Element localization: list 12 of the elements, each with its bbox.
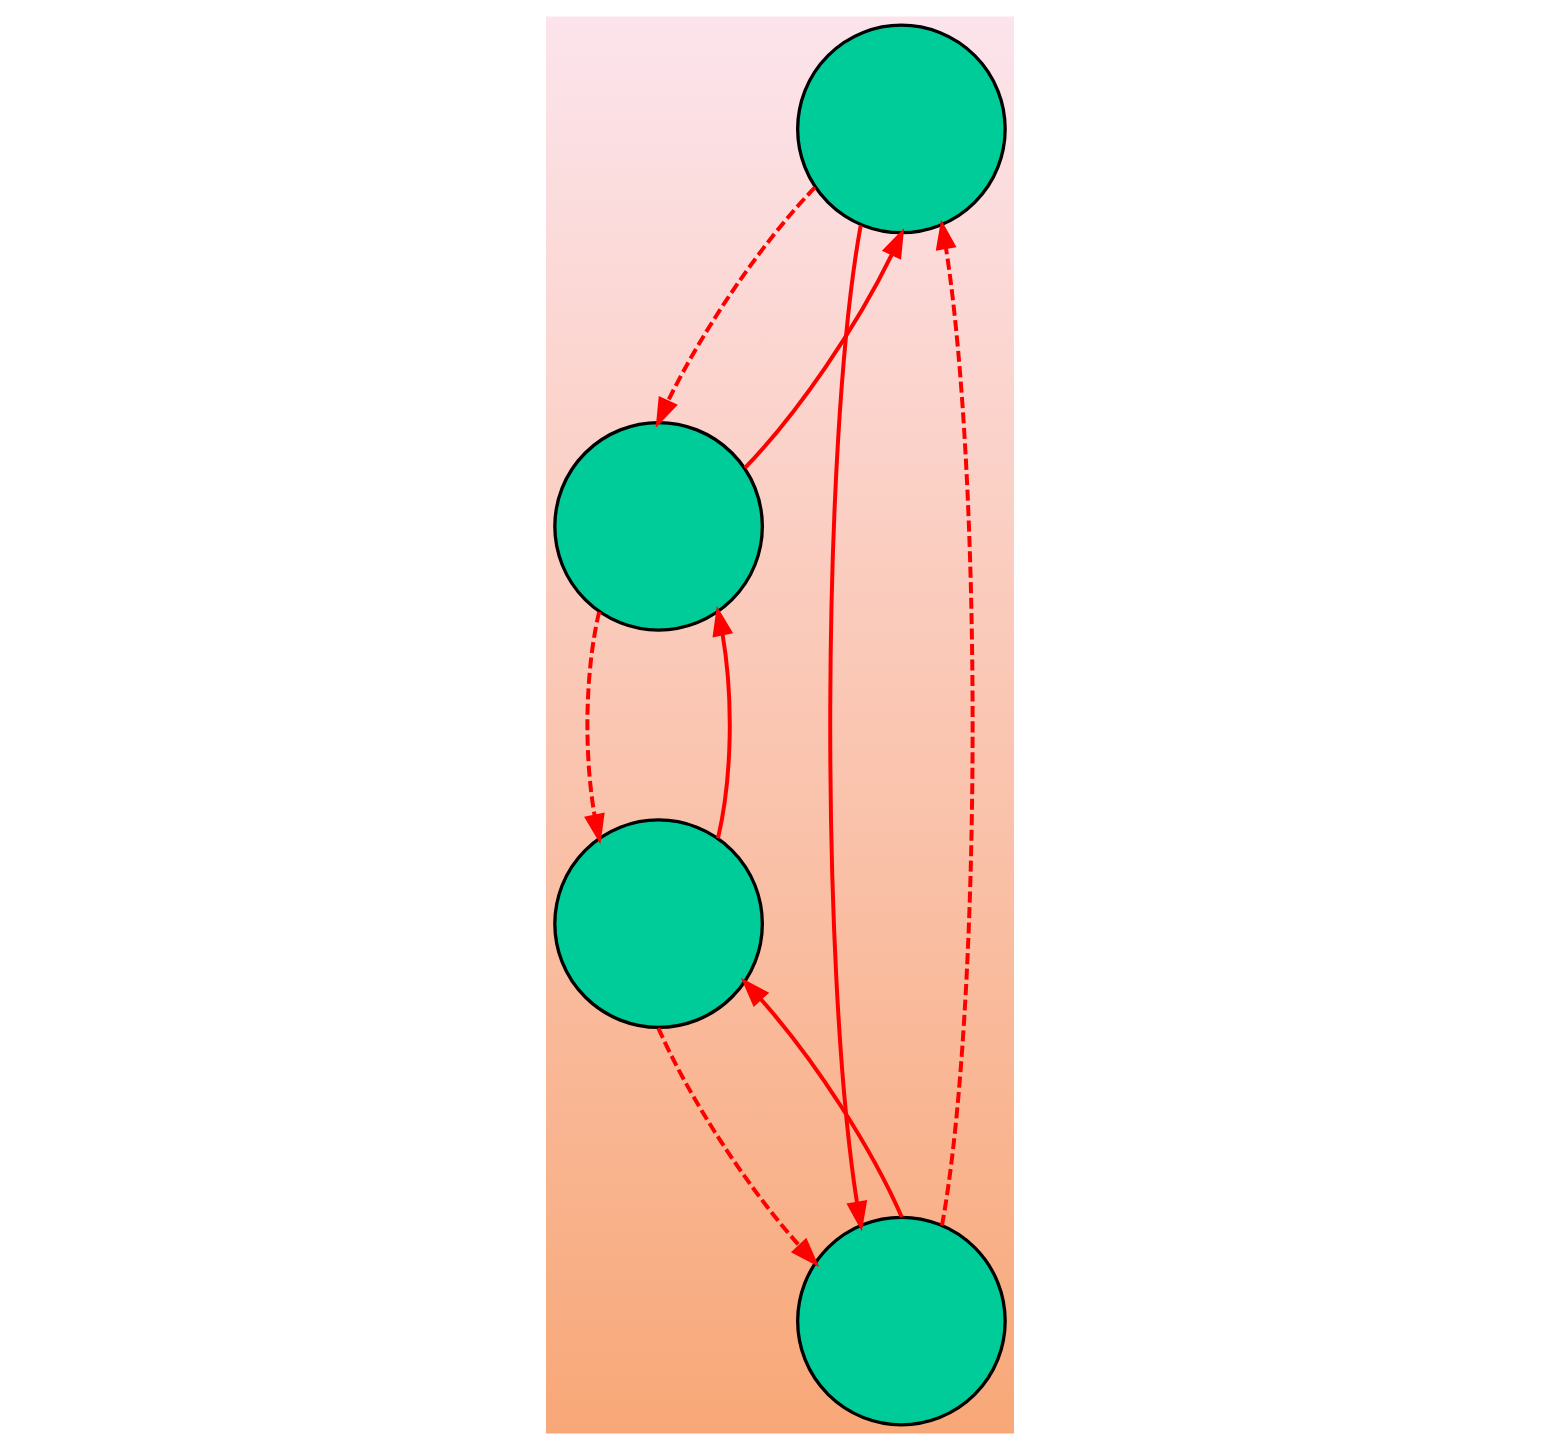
arrow	[739, 977, 903, 1218]
arrow	[742, 227, 904, 470]
node-circle	[795, 23, 1006, 235]
arrow	[711, 605, 733, 839]
node-circle	[552, 420, 763, 632]
node-circle	[552, 818, 763, 1030]
arrow	[827, 225, 867, 1232]
arrow	[654, 186, 816, 428]
arrow	[934, 219, 974, 1226]
node-circle	[795, 1215, 1006, 1427]
arrow	[655, 1027, 819, 1268]
arrow	[583, 611, 604, 845]
